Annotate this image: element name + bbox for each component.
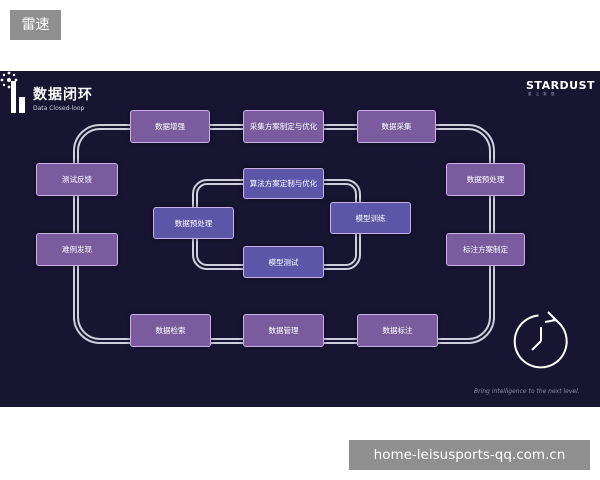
- node-data-management: 数据管理: [243, 314, 324, 347]
- node-annotation-plan: 标注方案制定: [446, 233, 525, 266]
- node-data-augmentation: 数据增强: [130, 110, 210, 143]
- node-data-preprocessing: 数据预处理: [446, 163, 525, 196]
- logo-mark-icon: [19, 97, 25, 113]
- stardust-logo-icon: [0, 71, 18, 89]
- node-test-feedback: 测试反馈: [36, 163, 118, 196]
- diagram-title: 数据闭环: [33, 87, 93, 103]
- node-data-annotation: 数据标注: [357, 314, 438, 347]
- node-model-training: 模型训练: [330, 202, 411, 234]
- diagram-panel: 数据闭环 Data Closed-loop STARDUST 星 尘 数 据 数…: [0, 71, 600, 407]
- node-model-testing: 模型测试: [243, 246, 324, 278]
- node-algorithm-plan: 算法方案定制与优化: [243, 168, 324, 199]
- logo-mark-icon: [11, 81, 16, 113]
- brand-tagline: Bring intelligence to the next level.: [474, 388, 580, 395]
- diagram-subtitle: Data Closed-loop: [33, 105, 85, 112]
- node-data-retrieval: 数据检索: [130, 314, 211, 347]
- clock-icon: [513, 311, 568, 369]
- node-hard-case-discovery: 难例发现: [36, 233, 118, 266]
- node-data-collection: 数据采集: [357, 110, 436, 143]
- top-tag: 雷速: [10, 10, 61, 40]
- brand-name: STARDUST: [526, 79, 596, 92]
- node-collection-plan: 采集方案制定与优化: [243, 110, 324, 143]
- brand-subtitle: 星 尘 数 据: [528, 92, 556, 96]
- node-inner-preprocessing: 数据预处理: [153, 207, 234, 239]
- url-tag: home-leisusports-qq.com.cn: [349, 440, 590, 470]
